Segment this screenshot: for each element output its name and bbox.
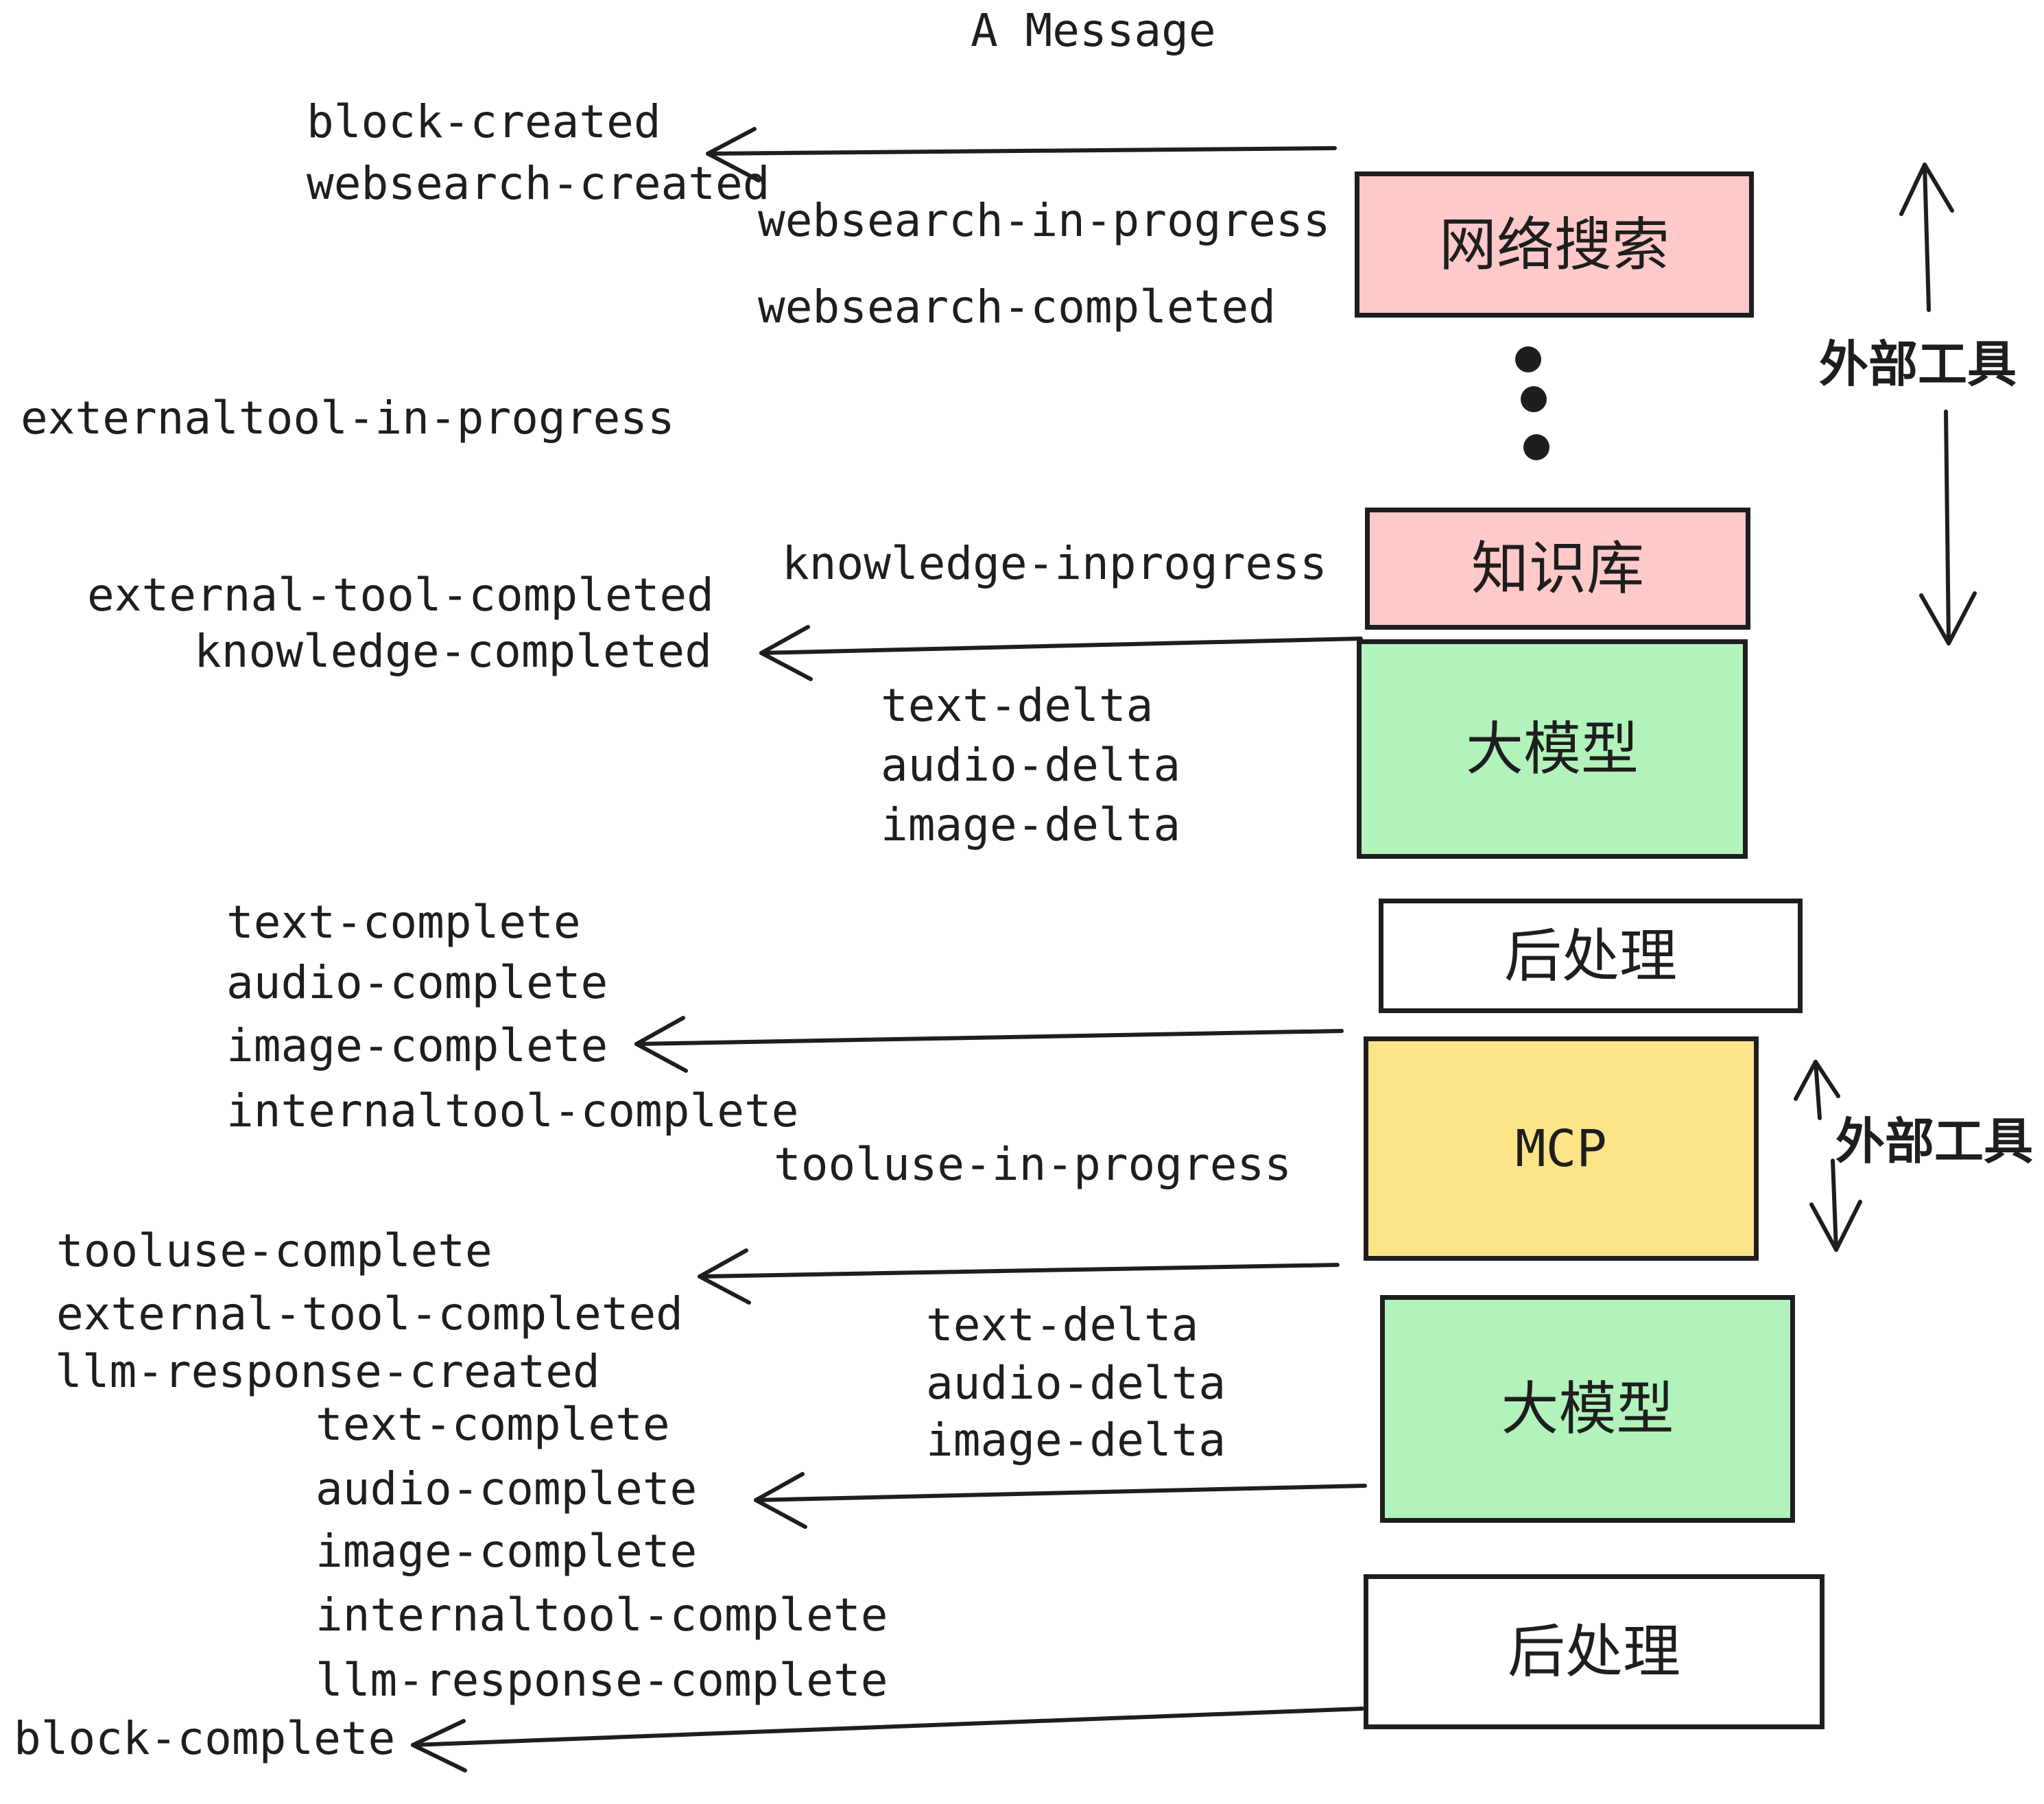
arrow-external-tools-up (1899, 163, 1954, 312)
arrow-tooluse-complete (698, 1248, 1340, 1305)
external-tools-label-top: 外部工具 (1819, 337, 2017, 392)
external-tools-label-mcp: 外部工具 (1835, 1115, 2034, 1170)
event-label-tooluse-in-progress: tooluse-in-progress (774, 1138, 1292, 1191)
event-label-externaltool-in-progress: externaltool-in-progress (21, 392, 675, 444)
box-postprocess-2: 后处理 (1364, 1574, 1825, 1729)
box-knowledge: 知识库 (1365, 508, 1750, 630)
box-postprocess-2-label: 后处理 (1507, 1619, 1680, 1684)
event-label-websearch-completed: websearch-completed (758, 281, 1276, 333)
event-label-external-tool-completed: external-tool-completed (87, 569, 714, 621)
event-label-tooluse-complete: tooluse-complete (56, 1224, 492, 1277)
event-label-text-complete-2: text-complete (316, 1398, 670, 1451)
box-postprocess-1: 后处理 (1379, 899, 1803, 1013)
event-label-audio-delta-2: audio-delta (926, 1357, 1226, 1410)
arrow-external-tools-down (1919, 410, 1977, 645)
event-label-knowledge-inprogress: knowledge-inprogress (782, 537, 1327, 590)
box-llm-2: 大模型 (1380, 1295, 1795, 1523)
box-llm-2-label: 大模型 (1501, 1377, 1674, 1441)
arrow-image-complete (634, 1016, 1344, 1073)
event-label-knowledge-completed: knowledge-completed (194, 625, 712, 678)
event-label-audio-delta-1: audio-delta (881, 739, 1181, 792)
event-label-block-created: block-created (307, 95, 661, 148)
box-websearch-label: 网络搜索 (1438, 212, 1669, 277)
event-label-audio-complete-2: audio-complete (316, 1462, 698, 1515)
event-label-text-delta-2: text-delta (926, 1298, 1199, 1351)
arrow-mcp-external-up (1794, 1060, 1840, 1120)
event-label-external-tool-completed-2: external-tool-completed (56, 1287, 683, 1340)
box-knowledge-label: 知识库 (1471, 536, 1644, 601)
box-websearch: 网络搜索 (1355, 171, 1754, 318)
event-label-text-delta-1: text-delta (881, 679, 1154, 732)
event-label-image-complete-2: image-complete (316, 1525, 698, 1578)
event-label-llm-response-complete: llm-response-complete (316, 1654, 888, 1707)
ellipsis-dots (1515, 346, 1549, 460)
event-label-audio-complete-1: audio-complete (226, 956, 608, 1009)
arrow-block-created (706, 127, 1337, 182)
event-label-image-delta-2: image-delta (926, 1414, 1226, 1467)
box-mcp-label: MCP (1515, 1119, 1607, 1178)
event-label-llm-response-created: llm-response-created (55, 1345, 600, 1398)
box-mcp: MCP (1364, 1036, 1759, 1261)
box-postprocess-1-label: 后处理 (1504, 923, 1677, 988)
event-label-websearch-in-progress: websearch-in-progress (758, 194, 1331, 247)
event-label-internaltool-complete-2: internaltool-complete (316, 1589, 888, 1641)
arrow-mcp-external-down (1809, 1159, 1862, 1252)
event-label-websearch-created: websearch-created (307, 157, 770, 210)
arrow-block-complete (411, 1707, 1364, 1772)
box-llm-1: 大模型 (1357, 639, 1748, 859)
event-label-internaltool-complete-1: internaltool-complete (226, 1084, 799, 1137)
page-title: A Message (971, 4, 1216, 57)
event-label-text-complete-1: text-complete (226, 896, 581, 949)
event-label-image-complete-1: image-complete (226, 1019, 608, 1072)
arrow-knowledge-completed (759, 625, 1363, 681)
event-label-block-complete: block-complete (14, 1712, 396, 1765)
event-label-image-delta-1: image-delta (881, 798, 1181, 851)
box-llm-1-label: 大模型 (1465, 717, 1639, 781)
arrow-audio-complete (754, 1472, 1367, 1529)
